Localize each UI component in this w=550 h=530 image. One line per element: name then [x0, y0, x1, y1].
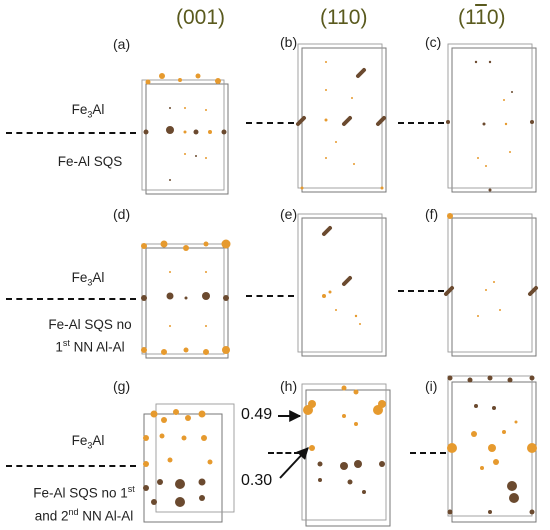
arrow-lower [279, 447, 309, 479]
supercell-i [447, 375, 537, 523]
row3-top-label: Fe3Al [48, 431, 128, 456]
interface-dash-f [398, 290, 444, 292]
supercell-d [141, 239, 231, 359]
row2-top-sub: 3 [87, 277, 93, 288]
atoms-al-i [447, 420, 537, 470]
atoms-al-c [477, 99, 511, 167]
interface-dash-h [268, 452, 300, 454]
supercell-h [301, 383, 391, 527]
atoms-al-e [322, 290, 361, 325]
supercell-f-inner-box [447, 213, 533, 353]
panel-label-f: (f) [425, 206, 439, 222]
row2-top-base: Fe [71, 270, 88, 285]
supercell-g-back-box [155, 403, 235, 513]
row3-top-tail: Al [92, 433, 105, 448]
interface-dash-e [246, 295, 294, 297]
panel-label-b: (b) [280, 34, 298, 50]
supercell-b-inner-box [297, 43, 383, 189]
interface-dash-b [246, 122, 294, 124]
supercell-c [446, 43, 537, 193]
row1-top-base: Fe [71, 102, 88, 117]
row1-bottom-label: Fe-Al SQS [20, 152, 160, 171]
row2-bottom-line-1: Fe-Al SQS no [48, 317, 132, 332]
interface-dash-i [410, 452, 446, 454]
panel-label-a: (a) [113, 36, 131, 52]
interface-dash-c [398, 122, 444, 124]
atoms-fe-d [141, 292, 229, 301]
supercell-a [141, 73, 229, 195]
atoms-fe-e [322, 226, 352, 286]
header-1bar10-post: 0) [486, 6, 506, 29]
row2-top-tail: Al [92, 270, 105, 285]
supercell-g [143, 403, 235, 523]
atoms-fe-f [444, 286, 538, 296]
header-001: (001) [176, 6, 226, 29]
atoms-al-d [141, 239, 231, 355]
atoms-fe-i [447, 375, 535, 515]
panel-label-g: (g) [113, 378, 131, 394]
header-1bar10-bar: 1 [475, 6, 487, 29]
row3-bottom-line-1: Fe-Al SQS no 1st [33, 484, 135, 501]
header-1bar10: (110) [458, 6, 506, 30]
row1-top-sub: 3 [87, 109, 93, 120]
row3-bottom-label: Fe-Al SQS no 1st and 2nd NN Al-Al [4, 480, 164, 525]
row3-top-base: Fe [71, 433, 88, 448]
atoms-fe-h [317, 460, 385, 494]
supercell-f [444, 213, 538, 357]
atoms-al-h [303, 385, 386, 451]
interface-dash-d [6, 298, 136, 300]
row3-bottom-line-2: and 2nd NN Al-Al [34, 506, 134, 524]
supercell-a-outer-box [145, 83, 229, 195]
supercell-e-outer-box [301, 217, 387, 357]
atoms-fe-a [143, 107, 227, 181]
row2-bottom-line-2: 1st NN Al-Al [55, 338, 125, 355]
row3-top-sub: 3 [87, 440, 93, 451]
supercell-e-inner-box [297, 213, 383, 353]
header-110-post: 10) [337, 6, 368, 29]
atoms-al-f [447, 213, 501, 317]
atoms-al-g [143, 409, 213, 467]
row2-bottom-label: Fe-Al SQS no 1st NN Al-Al [20, 315, 160, 357]
row1-top-label: Fe3Al [48, 100, 128, 125]
row2-top-label: Fe3Al [48, 268, 128, 293]
panel-label-d: (d) [113, 206, 131, 222]
supercell-b [296, 43, 387, 193]
panel-label-e: (e) [280, 206, 298, 222]
panel-label-h: (h) [280, 378, 298, 394]
supercell-c-inner-box [447, 43, 533, 189]
atoms-fe-g [143, 478, 206, 507]
row1-bottom-line-1: Fe-Al SQS [57, 154, 123, 169]
interface-dash-a [6, 132, 136, 134]
atoms-fe-c [446, 60, 534, 192]
annotation-upper-value: 0.49 [241, 406, 273, 423]
panel-label-c: (c) [425, 34, 442, 50]
atoms-al-b [300, 61, 384, 190]
supercell-a-inner-box [141, 79, 225, 191]
supercell-c-outer-box [451, 47, 537, 193]
row1-top-tail: Al [92, 102, 105, 117]
panel-label-i: (i) [425, 378, 438, 394]
header-110-pre: (1 [320, 6, 338, 29]
interface-dash-g [6, 465, 136, 467]
header-1bar10-pre: (1 [458, 6, 476, 29]
atoms-fe-b [296, 68, 386, 126]
supercell-e [297, 213, 387, 357]
header-110: (110) [320, 6, 367, 30]
atoms-al-a [145, 73, 221, 159]
annotation-lower-value: 0.30 [241, 472, 273, 489]
supercell-g-front-box [143, 413, 223, 523]
